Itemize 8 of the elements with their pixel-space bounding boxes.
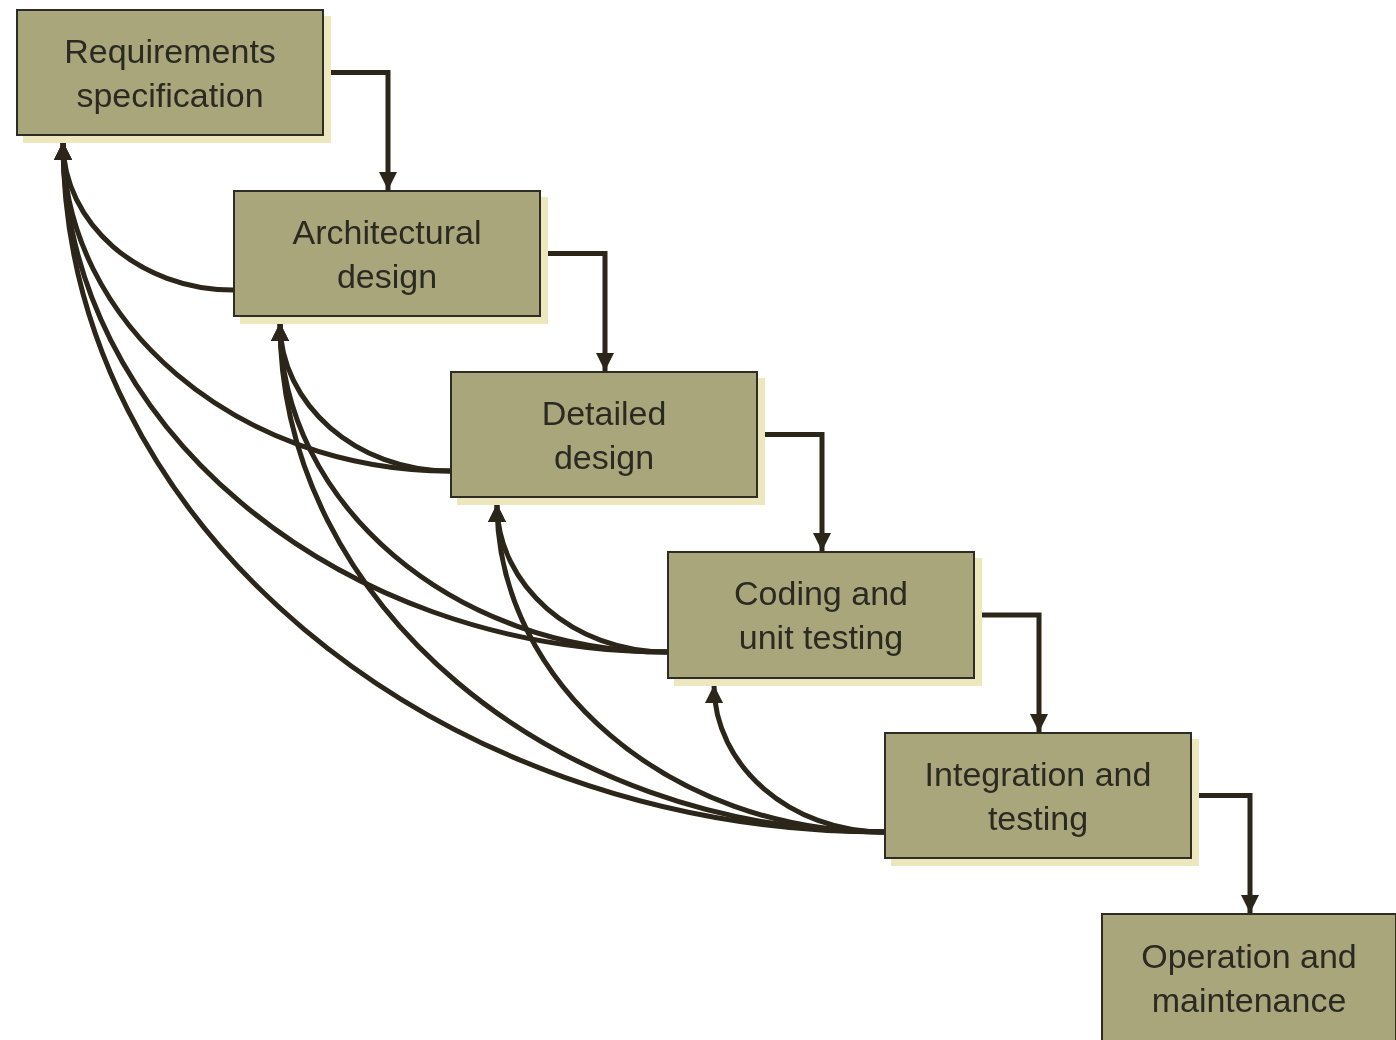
box-label: Detailed design (540, 392, 668, 478)
box-label: Integration and testing (923, 753, 1153, 839)
box-label: Architectural design (291, 211, 483, 297)
box-label: Operation and maintenance (1140, 936, 1358, 1021)
process-box (1101, 913, 1396, 1040)
arrow (706, 684, 885, 835)
box-label: Coding and unit testing (733, 573, 909, 658)
box-label: Requirements specification (63, 30, 277, 116)
